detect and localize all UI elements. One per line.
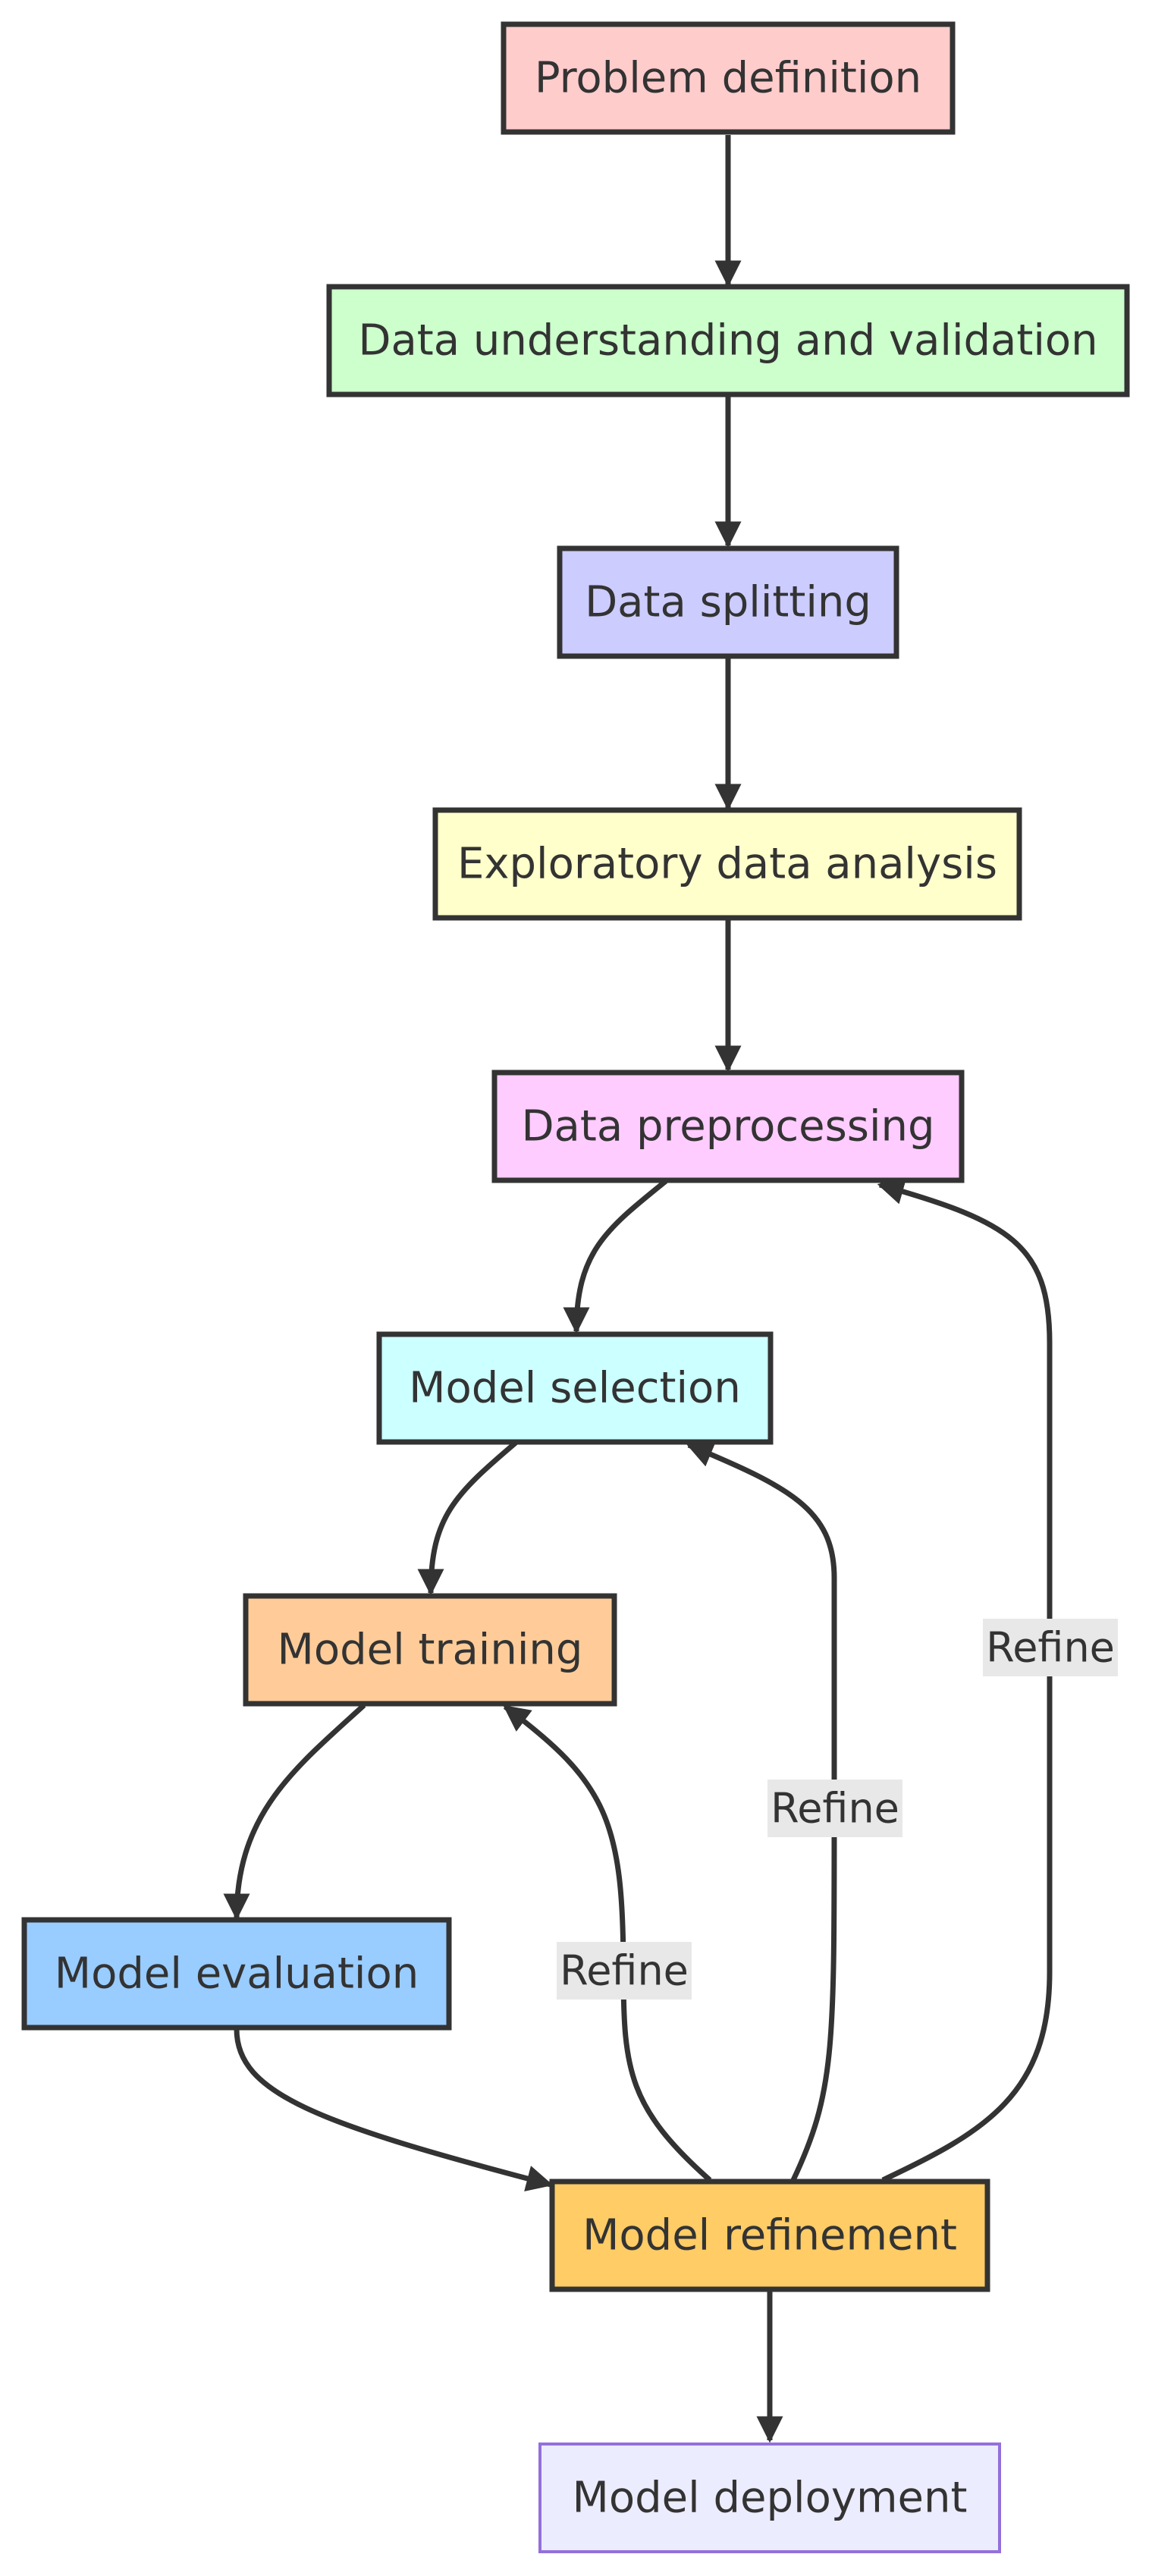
edge-selection-to-training: [417, 1440, 518, 1596]
edges: [223, 135, 1053, 2443]
node-model-training: Model training: [243, 1593, 617, 1707]
node-model-training-box: [243, 1593, 617, 1707]
node-model-evaluation-label: Model evaluation: [55, 1949, 419, 1999]
node-model-refinement: Model refinement: [549, 2179, 990, 2292]
svg-text:Refine: Refine: [986, 1624, 1115, 1672]
edge-refine-to-selection: [686, 1441, 837, 2182]
node-model-deployment: Model deployment: [538, 2442, 1001, 2553]
edge-labels: Refine Refine Refine: [557, 1619, 1118, 2000]
node-data-understanding-label: Data understanding and validation: [358, 316, 1097, 366]
edge-training-to-evaluation: [223, 1703, 366, 1921]
edge-label-refine-selection: Refine: [767, 1780, 902, 1837]
nodes: Problem definition Data understanding an…: [21, 21, 1130, 2553]
node-problem-definition: Problem definition: [501, 21, 956, 135]
node-data-understanding: Data understanding and validation: [326, 284, 1130, 397]
edge-evaluation-to-refinement: [234, 2028, 554, 2191]
edge-refine-to-preprocessing: [877, 1178, 1053, 2183]
node-model-refinement-label: Model refinement: [582, 2211, 957, 2260]
edge-preprocessing-to-selection: [563, 1179, 668, 1334]
node-model-selection: Model selection: [376, 1331, 774, 1445]
node-model-selection-box: [376, 1331, 774, 1445]
node-data-splitting: Data splitting: [557, 545, 899, 659]
node-model-selection-label: Model selection: [409, 1364, 741, 1413]
node-eda-label: Exploratory data analysis: [457, 840, 997, 889]
node-eda-box: [432, 807, 1022, 921]
node-model-training-label: Model training: [278, 1626, 583, 1675]
node-data-preprocessing-label: Data preprocessing: [521, 1102, 934, 1151]
node-data-splitting-label: Data splitting: [585, 578, 871, 627]
node-data-preprocessing: Data preprocessing: [491, 1070, 965, 1183]
edge-label-refine-preprocessing: Refine: [983, 1619, 1118, 1676]
node-model-deployment-box: [538, 2442, 1001, 2553]
edge-label-refine-training: Refine: [557, 1942, 692, 2000]
node-data-preprocessing-box: [491, 1070, 965, 1183]
node-problem-definition-label: Problem definition: [535, 54, 921, 103]
node-eda: Exploratory data analysis: [432, 807, 1022, 921]
node-model-evaluation: Model evaluation: [21, 1917, 452, 2031]
node-data-understanding-box: [326, 284, 1130, 397]
svg-text:Refine: Refine: [560, 1947, 689, 1995]
node-model-refinement-box: [549, 2179, 990, 2292]
node-model-deployment-label: Model deployment: [573, 2474, 968, 2523]
node-model-evaluation-box: [21, 1917, 452, 2031]
svg-text:Refine: Refine: [771, 1785, 899, 1833]
node-data-splitting-box: [557, 545, 899, 659]
node-problem-definition-box: [501, 21, 956, 135]
